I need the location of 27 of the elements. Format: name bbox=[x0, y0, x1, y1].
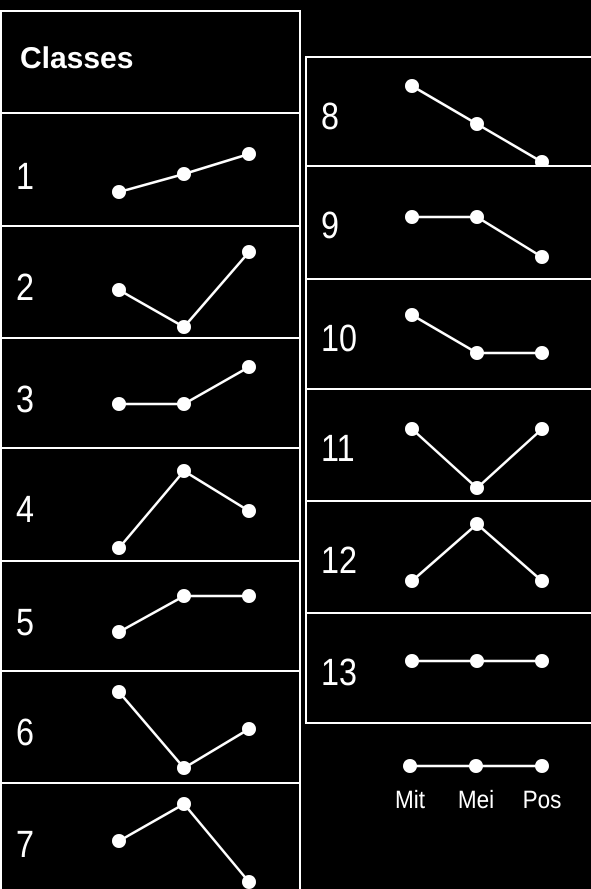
class-number: 3 bbox=[16, 381, 34, 419]
class-number: 13 bbox=[321, 654, 357, 692]
heading: Classes bbox=[20, 44, 134, 74]
class-number: 11 bbox=[321, 430, 355, 468]
class-number: 4 bbox=[16, 491, 34, 529]
class-box bbox=[0, 337, 301, 449]
class-box bbox=[0, 560, 301, 672]
class-number: 5 bbox=[16, 604, 34, 642]
class-number: 7 bbox=[16, 826, 34, 864]
axis-label: Mei bbox=[458, 788, 494, 813]
class-box bbox=[305, 612, 591, 724]
class-box bbox=[0, 225, 301, 339]
class-number: 6 bbox=[16, 714, 34, 752]
class-box bbox=[0, 10, 301, 114]
class-number: 9 bbox=[321, 207, 339, 245]
class-box bbox=[0, 112, 301, 227]
class-number: 12 bbox=[321, 542, 357, 580]
class-box bbox=[0, 670, 301, 784]
axis-label: Mit bbox=[395, 788, 425, 813]
class-number: 2 bbox=[16, 269, 34, 307]
class-box bbox=[305, 56, 591, 167]
class-number: 10 bbox=[321, 320, 357, 358]
class-number: 8 bbox=[321, 98, 339, 136]
class-box bbox=[0, 447, 301, 562]
class-number: 1 bbox=[16, 158, 34, 196]
axis-label: Pos bbox=[522, 788, 562, 813]
class-box bbox=[0, 782, 301, 889]
